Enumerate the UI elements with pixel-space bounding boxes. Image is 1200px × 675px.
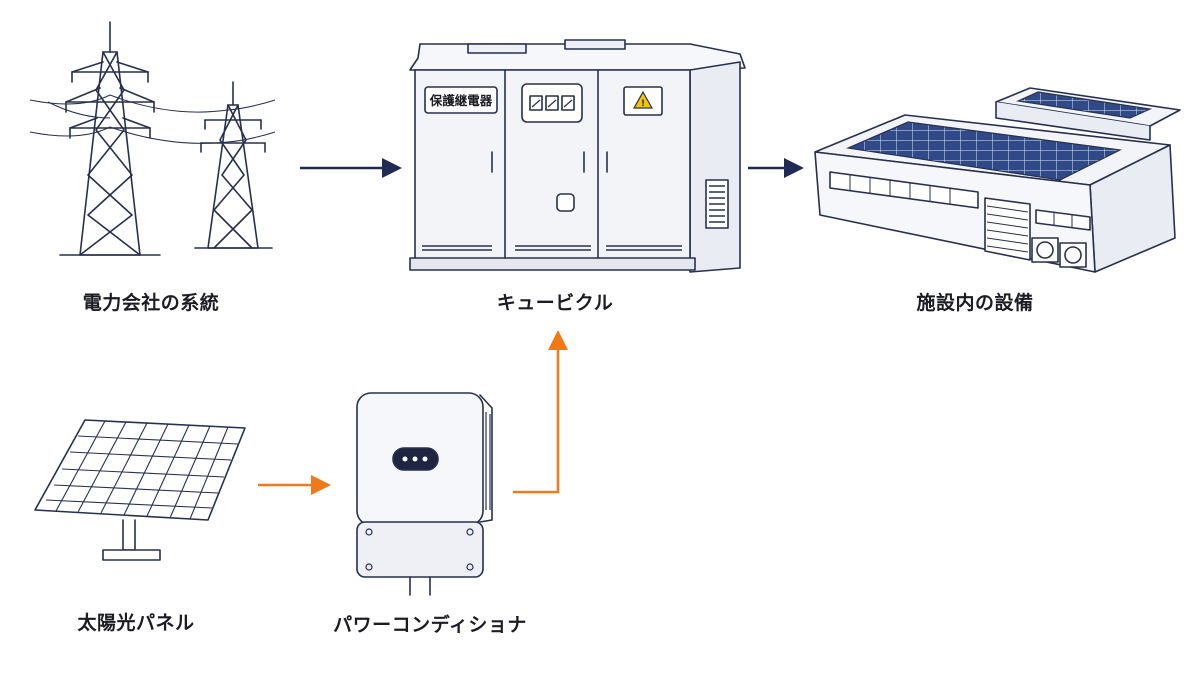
node-label-solar: 太陽光パネル xyxy=(77,612,195,634)
power-conditioner-icon xyxy=(356,392,493,596)
node-label-facility: 施設内の設備 xyxy=(916,292,1034,314)
node-label-cubicle: キュービクル xyxy=(496,292,614,314)
transmission-tower-icon xyxy=(29,21,276,256)
node-label-grid: 電力会社の系統 xyxy=(82,292,220,314)
svg-text:!: ! xyxy=(641,99,645,109)
cubicle-switchgear-icon: ! 保護継電器 xyxy=(409,39,746,273)
node-label-pcs: パワーコンディショナ xyxy=(333,614,527,636)
arrow-pcs-to-cubicle xyxy=(513,330,568,494)
factory-building-icon xyxy=(814,87,1181,273)
cubicle-sign-text: 保護継電器 xyxy=(429,93,493,108)
solar-panel-icon xyxy=(34,419,246,561)
